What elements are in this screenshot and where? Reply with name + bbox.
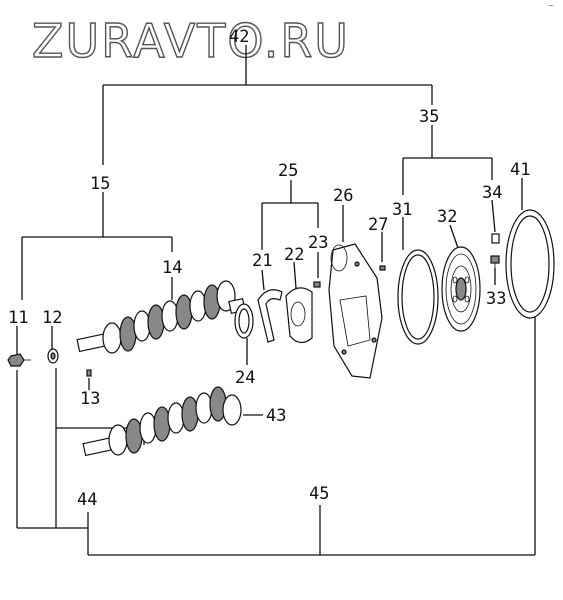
flywheel-part-32: [441, 246, 481, 332]
dowel-part-27: [379, 265, 386, 271]
callout-35: 35: [419, 107, 439, 127]
callout-15: 15: [90, 174, 110, 194]
callout-11: 11: [8, 308, 28, 328]
callout-26: 26: [333, 186, 353, 206]
callout-21: 21: [252, 251, 272, 271]
crankshaft-part-43: [82, 386, 242, 457]
bolt-part-11: [7, 353, 31, 367]
callout-32: 32: [437, 207, 457, 227]
leader-lines: [16, 45, 536, 556]
washer-part-12: [47, 348, 59, 364]
watermark-text: ZURAVTO.RU: [32, 14, 350, 68]
gasket-part-22: [285, 287, 313, 344]
callout-44: 44: [77, 490, 97, 510]
callout-24: 24: [235, 368, 255, 388]
callout-23: 23: [308, 233, 328, 253]
pin-part-34: [491, 233, 500, 244]
callout-14: 14: [162, 258, 182, 278]
callout-42: 42: [229, 27, 249, 47]
retainer-part-21: [257, 289, 283, 343]
callout-34: 34: [482, 183, 502, 203]
callout-27: 27: [368, 215, 388, 235]
callout-25: 25: [278, 161, 298, 181]
callout-12: 12: [42, 308, 62, 328]
callout-33: 33: [486, 289, 506, 309]
callout-labels: 42 35 15 25 26 27 31 32 34 41 21 22 23 1…: [8, 27, 530, 510]
corner-mark: ~: [548, 2, 554, 10]
callout-22: 22: [284, 245, 304, 265]
callout-41: 41: [510, 160, 530, 180]
bolt-part-23: [313, 281, 321, 288]
callout-43: 43: [266, 406, 286, 426]
ring-gear-part-41: [505, 209, 555, 319]
callout-31: 31: [392, 200, 412, 220]
rear-plate-part-26: [328, 243, 383, 379]
callout-13: 13: [80, 389, 100, 409]
seal-part-24: [234, 303, 254, 339]
crankshaft-part-14: [76, 280, 246, 354]
ring-gear-part-31: [397, 249, 439, 345]
callout-45: 45: [309, 484, 329, 504]
bolt-part-33: [490, 255, 500, 268]
pin-part-13: [86, 369, 92, 377]
